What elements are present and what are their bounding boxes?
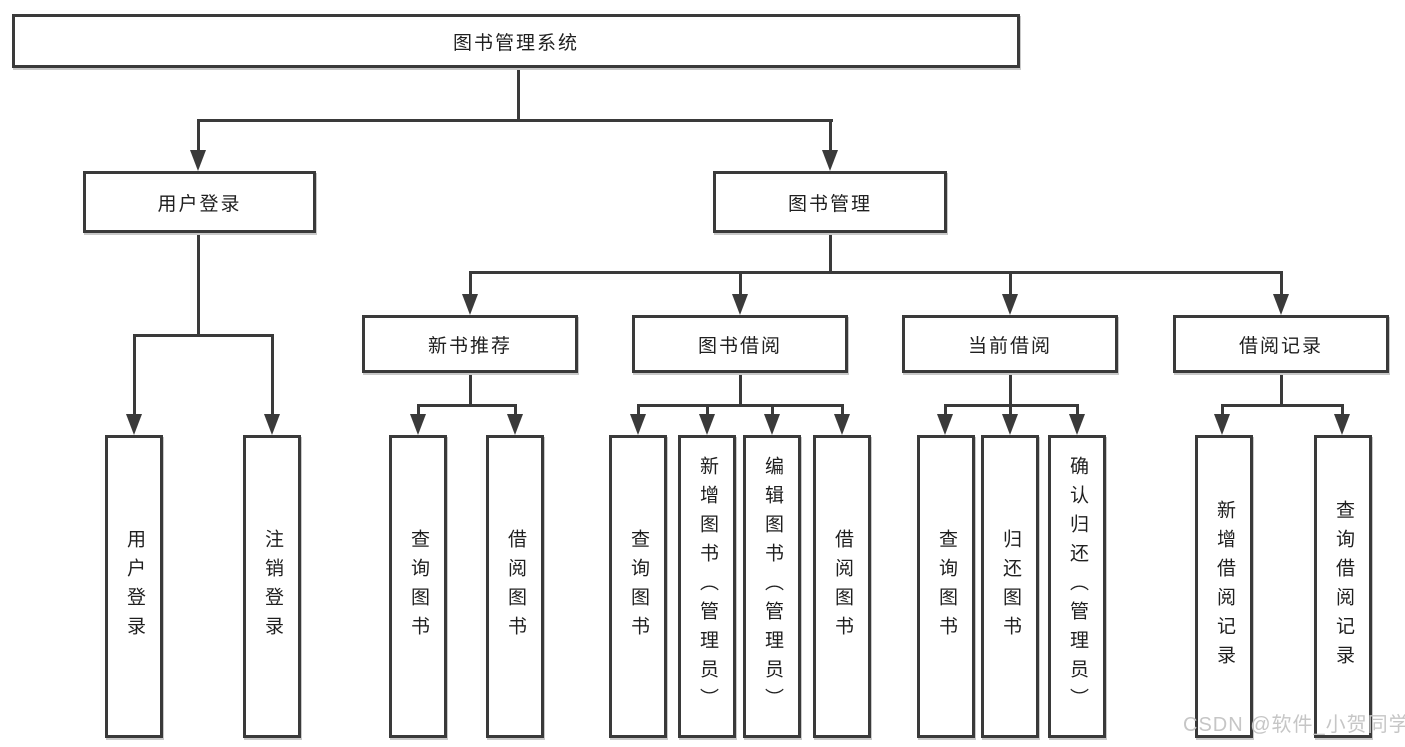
leaf-edit-books-admin: 编辑图书（管理员） xyxy=(743,435,801,738)
connector-line xyxy=(197,233,200,337)
connector-line xyxy=(1280,373,1283,407)
arrowhead-down-icon xyxy=(822,150,838,171)
node-borrowing-records: 借阅记录 xyxy=(1173,315,1389,373)
arrowhead-down-icon xyxy=(126,414,142,435)
leaf-borrow-books-recommend: 借阅图书 xyxy=(486,435,544,738)
arrowhead-down-icon xyxy=(699,414,715,435)
node-new-book-recommendation: 新书推荐 xyxy=(362,315,578,373)
node-user-login: 用户登录 xyxy=(83,171,316,233)
leaf-add-borrow-record: 新增借阅记录 xyxy=(1195,435,1253,738)
arrowhead-down-icon xyxy=(1334,414,1350,435)
leaf-query-books-borrowing: 查询图书 xyxy=(609,435,667,738)
connector-line xyxy=(771,404,774,418)
arrowhead-down-icon xyxy=(507,414,523,435)
connector-line xyxy=(637,404,640,418)
arrowhead-down-icon xyxy=(1069,414,1085,435)
node-book-management: 图书管理 xyxy=(713,171,947,233)
connector-line xyxy=(517,68,520,122)
connector-line xyxy=(1221,404,1343,407)
connector-line xyxy=(197,119,833,122)
connector-line xyxy=(417,404,420,418)
arrowhead-down-icon xyxy=(410,414,426,435)
leaf-query-books-recommend: 查询图书 xyxy=(389,435,447,738)
connector-line xyxy=(1221,404,1224,418)
connector-line xyxy=(469,271,1283,274)
connector-line xyxy=(1280,271,1283,298)
arrowhead-down-icon xyxy=(1002,414,1018,435)
connector-line xyxy=(1009,404,1012,418)
connector-line xyxy=(706,404,709,418)
connector-line xyxy=(417,404,517,407)
arrowhead-down-icon xyxy=(1002,294,1018,315)
arrowhead-down-icon xyxy=(1214,414,1230,435)
connector-line xyxy=(944,404,947,418)
connector-line xyxy=(841,404,844,418)
leaf-add-books-admin: 新增图书（管理员） xyxy=(678,435,736,738)
arrowhead-down-icon xyxy=(190,150,206,171)
arrowhead-down-icon xyxy=(630,414,646,435)
arrowhead-down-icon xyxy=(764,414,780,435)
connector-line xyxy=(829,233,832,274)
node-current-borrowing: 当前借阅 xyxy=(902,315,1118,373)
watermark: CSDN @软件_小贺同学 xyxy=(1183,714,1405,736)
arrowhead-down-icon xyxy=(462,294,478,315)
leaf-query-borrow-record: 查询借阅记录 xyxy=(1314,435,1372,738)
leaf-return-books: 归还图书 xyxy=(981,435,1039,738)
connector-line xyxy=(469,373,472,407)
node-library-management-system: 图书管理系统 xyxy=(12,14,1020,68)
connector-line xyxy=(739,271,742,298)
arrowhead-down-icon xyxy=(1273,294,1289,315)
connector-line xyxy=(829,119,832,154)
connector-line xyxy=(637,404,843,407)
connector-line xyxy=(469,271,472,298)
arrowhead-down-icon xyxy=(834,414,850,435)
leaf-confirm-return-admin: 确认归还（管理员） xyxy=(1048,435,1106,738)
node-book-borrowing: 图书借阅 xyxy=(632,315,848,373)
leaf-query-books-current: 查询图书 xyxy=(917,435,975,738)
arrowhead-down-icon xyxy=(732,294,748,315)
connector-line xyxy=(133,334,274,337)
connector-line xyxy=(271,334,274,418)
connector-line xyxy=(1076,404,1079,418)
leaf-logout-login: 注销登录 xyxy=(243,435,301,738)
connector-line xyxy=(739,373,742,407)
leaf-borrow-books-borrowing: 借阅图书 xyxy=(813,435,871,738)
connector-line xyxy=(197,119,200,154)
leaf-user-login: 用户登录 xyxy=(105,435,163,738)
connector-line xyxy=(1009,373,1012,407)
connector-line xyxy=(514,404,517,418)
arrowhead-down-icon xyxy=(937,414,953,435)
connector-line xyxy=(133,334,136,418)
arrowhead-down-icon xyxy=(264,414,280,435)
connector-line xyxy=(1341,404,1344,418)
connector-line xyxy=(1009,271,1012,298)
